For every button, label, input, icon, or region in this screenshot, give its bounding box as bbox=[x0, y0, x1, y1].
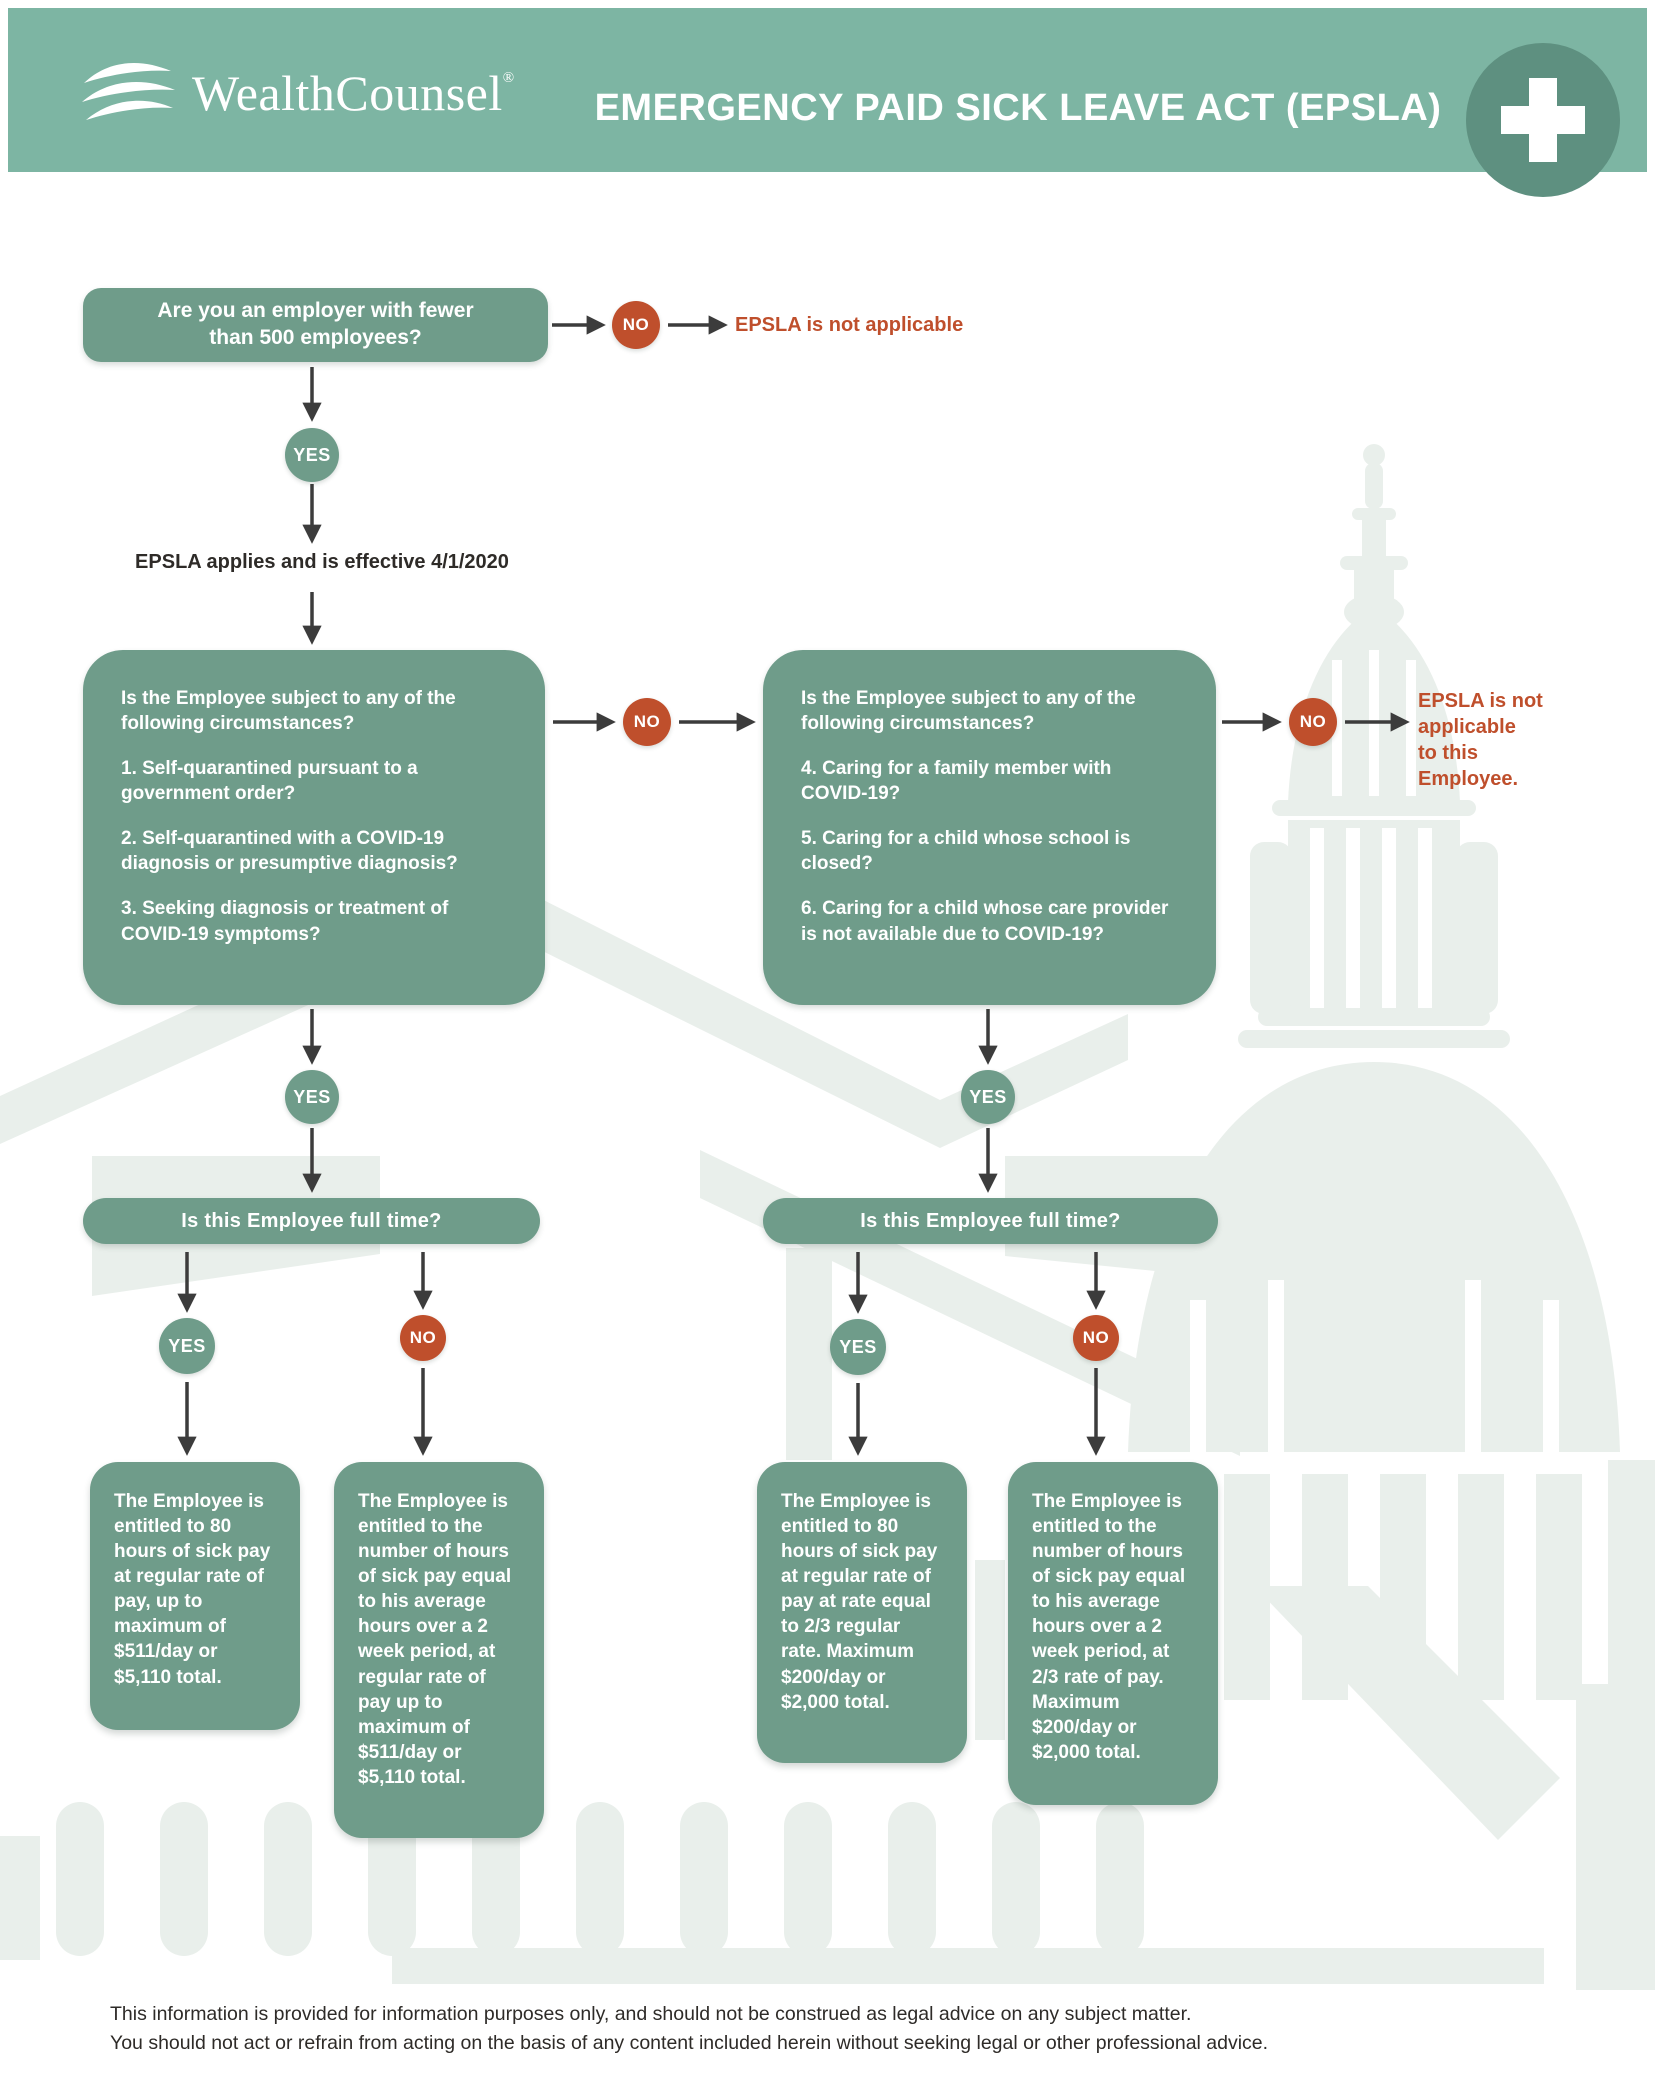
question-full-time-left: Is this Employee full time? bbox=[83, 1198, 540, 1244]
no-badge-full-time-right: NO bbox=[1073, 1315, 1119, 1361]
circumstance-item-1: 1. Self-quarantined pursuant to a govern… bbox=[121, 758, 418, 805]
circumstance-item-2: 2. Self-quarantined with a COVID-19 diag… bbox=[121, 828, 458, 875]
medical-plus-icon bbox=[1466, 43, 1620, 197]
yes-badge-full-time-right: YES bbox=[830, 1319, 886, 1375]
page-title: EMERGENCY PAID SICK LEAVE ACT (EPSLA) bbox=[594, 87, 1442, 129]
yes-badge-full-time-left: YES bbox=[159, 1318, 215, 1374]
no-badge-circumstances-2: NO bbox=[1289, 698, 1337, 746]
circumstances-intro: Is the Employee subject to any of the fo… bbox=[121, 688, 456, 735]
circumstance-item-5: 5. Caring for a child whose school is cl… bbox=[801, 828, 1131, 875]
circumstance-item-6: 6. Caring for a child whose care provide… bbox=[801, 898, 1169, 945]
circumstances-intro: Is the Employee subject to any of the fo… bbox=[801, 688, 1136, 735]
no-badge-employer: NO bbox=[612, 301, 660, 349]
wealthcounsel-logo: WealthCounsel® bbox=[78, 56, 514, 130]
question-full-time-right: Is this Employee full time? bbox=[763, 1198, 1218, 1244]
result-box-full-time-regular: The Employee is entitled to 80 hours of … bbox=[90, 1462, 300, 1730]
no-badge-circumstances-1: NO bbox=[623, 698, 671, 746]
yes-badge-employer: YES bbox=[285, 428, 339, 482]
question-employer-size: Are you an employer with fewer than 500 … bbox=[83, 288, 548, 362]
result-not-applicable-employee: EPSLA is not applicable to this Employee… bbox=[1418, 690, 1543, 790]
result-not-applicable: EPSLA is not applicable bbox=[735, 314, 964, 336]
epsla-effective-note: EPSLA applies and is effective 4/1/2020 bbox=[135, 551, 509, 573]
result-box-part-time-two-thirds: The Employee is entitled to the number o… bbox=[1008, 1462, 1218, 1805]
disclaimer-line-2: You should not act or refrain from actin… bbox=[110, 2032, 1269, 2054]
disclaimer-line-1: This information is provided for informa… bbox=[110, 2003, 1192, 2025]
circumstances-box-1-3: Is the Employee subject to any of the fo… bbox=[83, 650, 545, 1005]
disclaimer: This information is provided for informa… bbox=[110, 2000, 1530, 2058]
result-box-full-time-two-thirds: The Employee is entitled to 80 hours of … bbox=[757, 1462, 967, 1763]
circumstances-box-4-6: Is the Employee subject to any of the fo… bbox=[763, 650, 1216, 1005]
no-badge-full-time-left: NO bbox=[400, 1315, 446, 1361]
yes-badge-circumstances-1: YES bbox=[285, 1070, 339, 1124]
yes-badge-circumstances-2: YES bbox=[961, 1070, 1015, 1124]
circumstance-item-4: 4. Caring for a family member with COVID… bbox=[801, 758, 1112, 805]
header-banner: WealthCounsel® EMERGENCY PAID SICK LEAVE… bbox=[8, 8, 1647, 172]
result-box-part-time-regular: The Employee is entitled to the number o… bbox=[334, 1462, 544, 1838]
waves-logo-icon bbox=[82, 62, 175, 120]
logo-wordmark: WealthCounsel bbox=[192, 65, 503, 121]
registered-trademark: ® bbox=[502, 70, 515, 86]
circumstance-item-3: 3. Seeking diagnosis or treatment of COV… bbox=[121, 898, 449, 945]
